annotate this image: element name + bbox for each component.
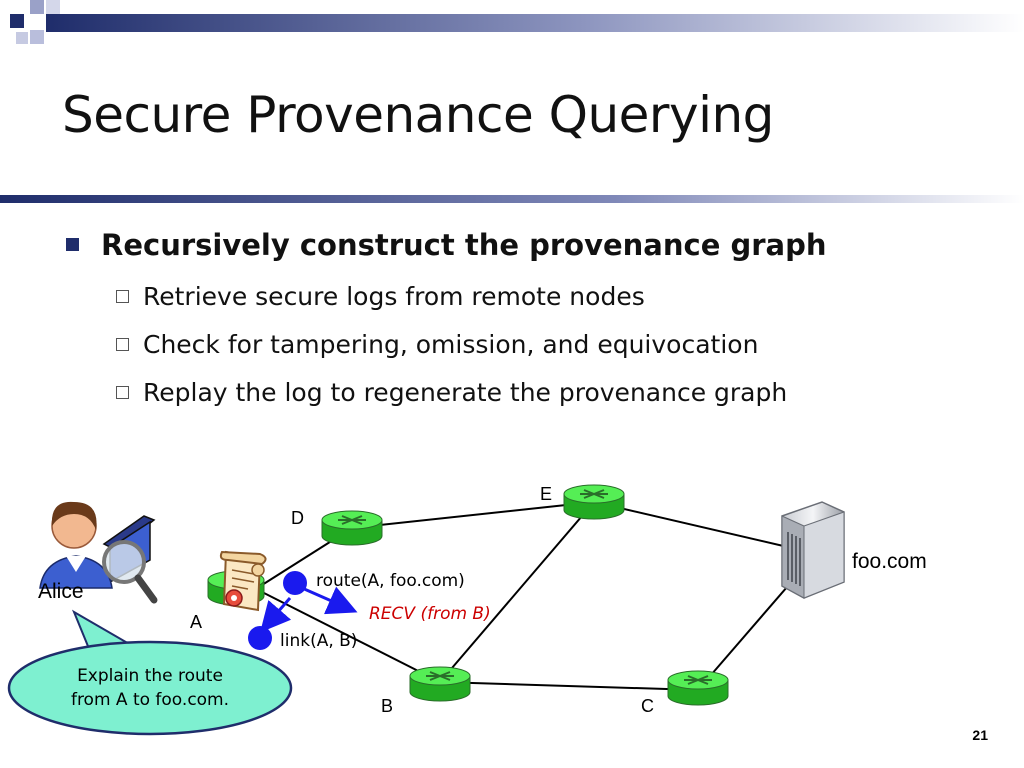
- hollow-square-bullet-icon: [116, 338, 129, 351]
- square-bullet-icon: [66, 238, 79, 251]
- node-label-c: C: [641, 696, 654, 716]
- sub-bullet: Retrieve secure logs from remote nodes: [116, 282, 645, 311]
- router-icon: [409, 666, 471, 702]
- router-icon: [563, 484, 625, 520]
- hollow-square-bullet-icon: [116, 386, 129, 399]
- alice-callout: [7, 609, 293, 736]
- node-label-b: B: [381, 696, 394, 716]
- callout-line: from A to foo.com.: [70, 690, 230, 710]
- server-icon: [781, 501, 845, 599]
- link-tuple-vertex: [248, 626, 272, 650]
- certificate-icon: [219, 550, 267, 612]
- hollow-square-bullet-icon: [116, 290, 129, 303]
- router-icon: [321, 510, 383, 546]
- alice-avatar-icon: [39, 501, 158, 604]
- main-bullet-text: Recursively construct the provenance gra…: [101, 228, 827, 262]
- main-bullet: Recursively construct the provenance gra…: [66, 228, 827, 262]
- node-label-d: D: [291, 508, 304, 528]
- link-tuple-label: link(A, B): [280, 631, 358, 651]
- server-label: foo.com: [852, 550, 927, 573]
- sub-bullet-text: Check for tampering, omission, and equiv…: [143, 330, 759, 359]
- node-label-e: E: [540, 484, 553, 504]
- node-label-a: A: [190, 612, 203, 632]
- router-icon: [667, 670, 729, 706]
- sub-bullet-text: Replay the log to regenerate the provena…: [143, 378, 788, 407]
- network-links: [261, 501, 801, 691]
- user-label: Alice: [38, 580, 84, 603]
- recv-event-label: RECV (from B): [369, 604, 491, 624]
- route-tuple-vertex: [283, 571, 307, 595]
- provenance-edges: [260, 586, 358, 633]
- sub-bullet: Check for tampering, omission, and equiv…: [116, 330, 758, 359]
- slide-title: Secure Provenance Querying: [62, 86, 774, 144]
- title-underline: [0, 195, 1024, 203]
- header-decoration: [10, 0, 1024, 44]
- sub-bullet-text: Retrieve secure logs from remote nodes: [143, 282, 645, 311]
- slide-number: 21: [972, 727, 988, 743]
- callout-line: Explain the route: [77, 666, 223, 686]
- sub-bullet: Replay the log to regenerate the provena…: [116, 378, 787, 407]
- route-tuple-label: route(A, foo.com): [316, 571, 465, 591]
- callout-text: Explain the route from A to foo.com.: [48, 664, 252, 712]
